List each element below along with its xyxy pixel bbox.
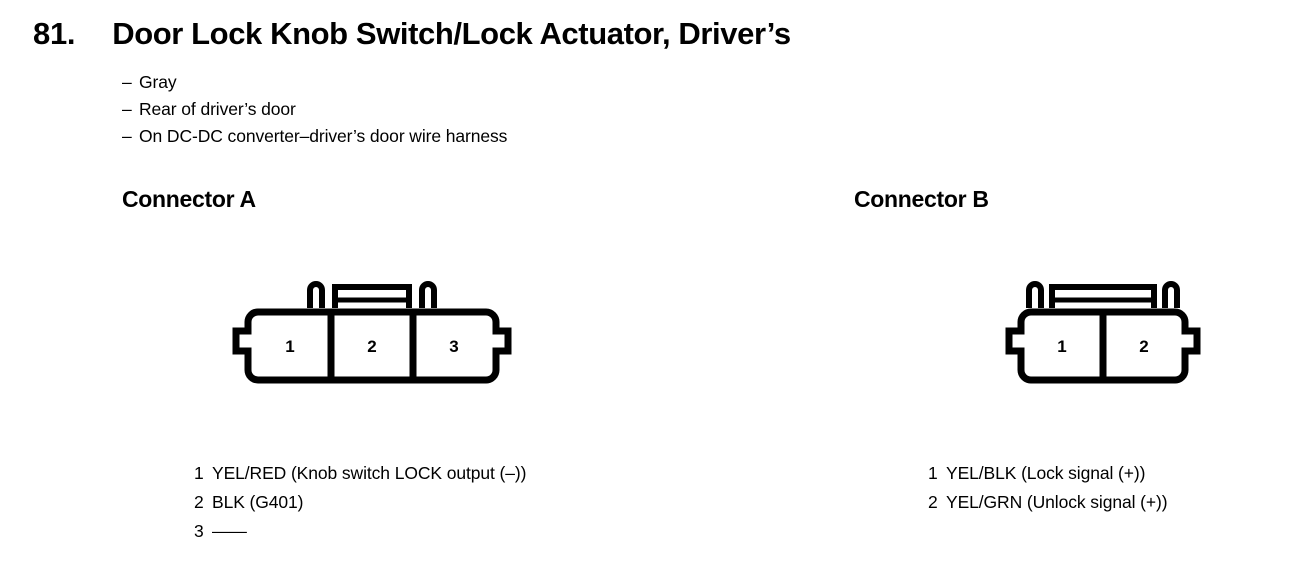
- note-item: –Gray: [122, 69, 507, 96]
- note-text: On DC-DC converter–driver’s door wire ha…: [139, 126, 508, 146]
- connector-body-outline: [232, 308, 512, 384]
- cavity-number-2: 2: [367, 337, 376, 356]
- latch-post-left-icon: [307, 281, 325, 308]
- connector-a-svg: 1 2 3: [232, 281, 512, 384]
- note-dash: –: [122, 126, 132, 146]
- pin-number: 1: [194, 463, 204, 483]
- note-text: Gray: [139, 72, 177, 92]
- cavity-number-3: 3: [449, 337, 458, 356]
- connector-b-svg: 1 2: [1005, 281, 1201, 384]
- cavity-number-2: 2: [1139, 337, 1148, 356]
- pin-row: 1 YEL/RED (Knob switch LOCK output (–)): [194, 459, 526, 488]
- pin-description: YEL/RED (Knob switch LOCK output (–)): [212, 463, 527, 483]
- connector-b-pin-list: 1 YEL/BLK (Lock signal (+)) 2 YEL/GRN (Unl…: [928, 459, 1168, 517]
- connector-a-heading: Connector A: [122, 186, 256, 212]
- pin-number: 1: [928, 463, 938, 483]
- pin-row: 1 YEL/BLK (Lock signal (+)): [928, 459, 1167, 488]
- connector-b-heading: Connector B: [854, 186, 989, 212]
- note-list: –Gray –Rear of driver’s door –On DC-DC c…: [122, 69, 507, 150]
- note-item: –Rear of driver’s door: [122, 96, 507, 123]
- note-dash: –: [122, 72, 132, 92]
- pin-row: 3 ——: [194, 517, 526, 546]
- pin-number: 2: [928, 492, 938, 512]
- pin-description: ——: [212, 521, 247, 541]
- cavity-number-1: 1: [285, 337, 294, 356]
- pin-row: 2 YEL/GRN (Unlock signal (+)): [928, 488, 1168, 517]
- latch-post-right-icon: [1162, 281, 1180, 308]
- pin-description: YEL/BLK (Lock signal (+)): [946, 463, 1146, 483]
- pin-row: 2 BLK (G401): [194, 488, 526, 517]
- pin-number: 3: [194, 521, 204, 541]
- pin-number: 2: [194, 492, 204, 512]
- item-title: Door Lock Knob Switch/Lock Actuator, Dri…: [112, 16, 791, 51]
- latch-post-right-icon: [419, 281, 437, 308]
- cavity-number-1: 1: [1057, 337, 1066, 356]
- latch-post-left-icon: [1026, 281, 1044, 308]
- connector-body-outline: [1005, 308, 1201, 384]
- item-number: 81.: [33, 16, 76, 51]
- note-item: –On DC-DC converter–driver’s door wire h…: [122, 123, 507, 150]
- connector-b-diagram: 1 2: [1005, 278, 1205, 398]
- note-text: Rear of driver’s door: [139, 99, 296, 119]
- pin-description: YEL/GRN (Unlock signal (+)): [946, 492, 1168, 512]
- connector-a-diagram: 1 2 3: [232, 278, 512, 398]
- note-dash: –: [122, 99, 132, 119]
- page-title: 81. Door Lock Knob Switch/Lock Actuator,…: [33, 16, 791, 52]
- pin-description: BLK (G401): [212, 492, 304, 512]
- connector-a-pin-list: 1 YEL/RED (Knob switch LOCK output (–)) 2…: [194, 459, 526, 546]
